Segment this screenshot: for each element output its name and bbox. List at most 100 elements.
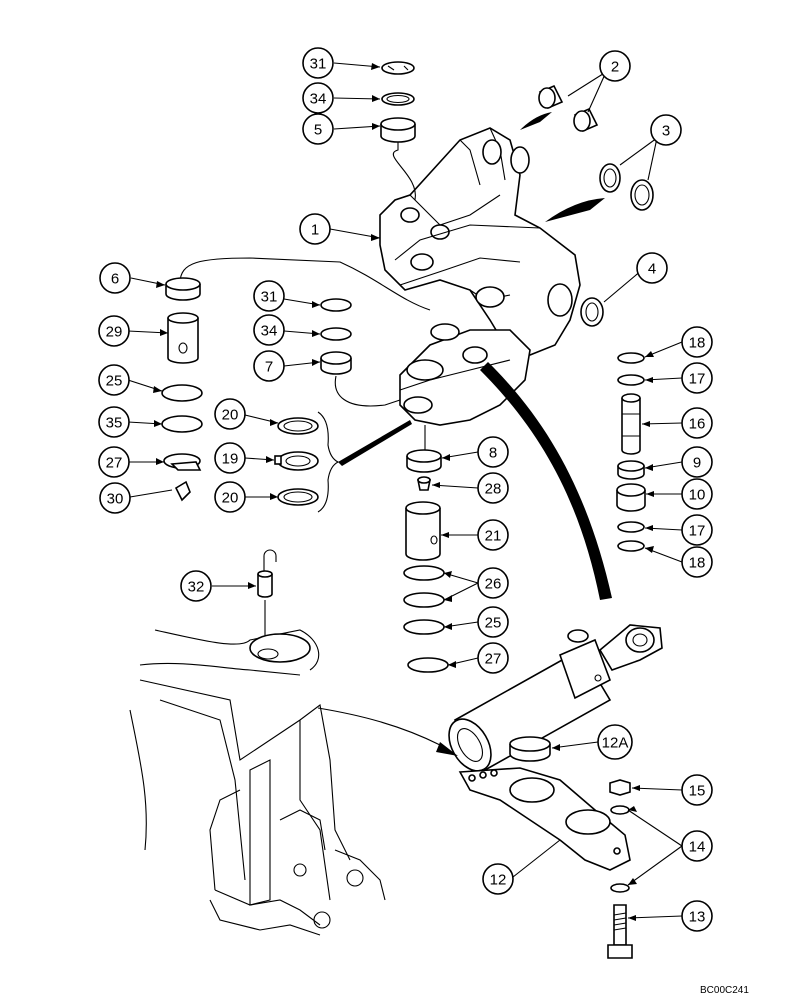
callout-20: 20 bbox=[214, 398, 246, 430]
callout-circle bbox=[99, 482, 131, 514]
callout-circle bbox=[681, 362, 713, 394]
callout-circle bbox=[253, 280, 285, 312]
callout-8: 8 bbox=[477, 436, 509, 468]
callout-label: 26 bbox=[485, 576, 502, 593]
callout-circle bbox=[681, 546, 713, 578]
callout-label: 18 bbox=[689, 555, 706, 572]
callout-label: 10 bbox=[689, 487, 706, 504]
callout-label: 12A bbox=[602, 735, 629, 752]
callout-label: 32 bbox=[188, 579, 205, 596]
callout-label: 17 bbox=[689, 523, 706, 540]
callout-circle bbox=[302, 47, 334, 79]
callout-28: 28 bbox=[477, 472, 509, 504]
callout-5: 5 bbox=[302, 113, 334, 145]
callout-9: 9 bbox=[681, 446, 713, 478]
callout-2: 2 bbox=[599, 50, 631, 82]
callout-circle bbox=[482, 863, 514, 895]
callout-label: 30 bbox=[107, 491, 124, 508]
callout-12a: 12A bbox=[597, 724, 633, 760]
callout-label: 3 bbox=[662, 123, 670, 140]
callout-27: 27 bbox=[477, 642, 509, 674]
callout-label: 1 bbox=[311, 222, 319, 239]
callout-18: 18 bbox=[681, 546, 713, 578]
leader-lines bbox=[127, 62, 683, 919]
callout-label: 29 bbox=[106, 324, 123, 341]
callout-label: 14 bbox=[689, 839, 706, 856]
callout-circle bbox=[681, 326, 713, 358]
callout-circle bbox=[681, 830, 713, 862]
bushing-12a bbox=[509, 736, 551, 762]
callout-label: 27 bbox=[106, 455, 123, 472]
callout-27: 27 bbox=[98, 446, 130, 478]
callout-circle bbox=[98, 315, 130, 347]
callout-circle bbox=[180, 570, 212, 602]
left-pin-stack bbox=[161, 277, 203, 502]
lower-knuckle-casting bbox=[399, 323, 531, 426]
callout-18: 18 bbox=[681, 326, 713, 358]
callout-label: 16 bbox=[689, 416, 706, 433]
callout-label: 4 bbox=[648, 261, 656, 278]
callout-circle bbox=[253, 350, 285, 382]
callout-label: 25 bbox=[485, 615, 502, 632]
swing-cylinder bbox=[448, 624, 663, 772]
callout-label: 2 bbox=[611, 59, 619, 76]
swing-link-12 bbox=[458, 767, 631, 871]
callout-10: 10 bbox=[681, 478, 713, 510]
callout-12: 12 bbox=[482, 863, 514, 895]
callout-label: 20 bbox=[222, 490, 239, 507]
callout-6: 6 bbox=[99, 262, 131, 294]
callout-label: 35 bbox=[106, 415, 123, 432]
callout-label: 18 bbox=[689, 335, 706, 352]
callout-30: 30 bbox=[99, 482, 131, 514]
callout-25: 25 bbox=[98, 364, 130, 396]
callout-1: 1 bbox=[299, 213, 331, 245]
bushing-4 bbox=[580, 297, 604, 327]
loader-frame bbox=[129, 629, 386, 936]
callout-31: 31 bbox=[302, 47, 334, 79]
callout-label: 9 bbox=[693, 455, 701, 472]
callout-label: 12 bbox=[490, 872, 507, 889]
callout-label: 17 bbox=[689, 371, 706, 388]
callout-26: 26 bbox=[477, 567, 509, 599]
callout-label: 8 bbox=[489, 445, 497, 462]
upper-pin-parts bbox=[380, 61, 416, 201]
middle-pin-stack bbox=[274, 298, 412, 513]
callout-34: 34 bbox=[253, 314, 285, 346]
callout-label: 5 bbox=[314, 122, 322, 139]
callout-label: 34 bbox=[261, 323, 278, 340]
callout-circle bbox=[681, 774, 713, 806]
callout-circle bbox=[98, 406, 130, 438]
callout-17: 17 bbox=[681, 514, 713, 546]
right-pin-stack bbox=[616, 352, 646, 552]
callout-label: 20 bbox=[222, 407, 239, 424]
callout-29: 29 bbox=[98, 315, 130, 347]
callout-circle bbox=[681, 514, 713, 546]
callout-label: 31 bbox=[261, 289, 278, 306]
swing-tower-casting bbox=[379, 127, 581, 356]
callout-19: 19 bbox=[214, 442, 246, 474]
callout-circle bbox=[214, 398, 246, 430]
callout-circle bbox=[477, 519, 509, 551]
callout-15: 15 bbox=[681, 774, 713, 806]
callout-label: 27 bbox=[485, 651, 502, 668]
callout-circle bbox=[477, 642, 509, 674]
callout-circle bbox=[302, 113, 334, 145]
callout-4: 4 bbox=[636, 252, 668, 284]
callout-circle bbox=[477, 436, 509, 468]
callout-35: 35 bbox=[98, 406, 130, 438]
callout-31: 31 bbox=[253, 280, 285, 312]
callout-circle bbox=[599, 50, 631, 82]
callout-label: 15 bbox=[689, 783, 706, 800]
callout-14: 14 bbox=[681, 830, 713, 862]
hook-pin-32 bbox=[257, 549, 277, 640]
callout-circle bbox=[302, 82, 334, 114]
callout-label: 13 bbox=[689, 909, 706, 926]
callout-13: 13 bbox=[681, 900, 713, 932]
callout-circle bbox=[681, 407, 713, 439]
callout-3: 3 bbox=[650, 114, 682, 146]
callout-circle bbox=[299, 213, 331, 245]
seals-3 bbox=[599, 163, 654, 211]
